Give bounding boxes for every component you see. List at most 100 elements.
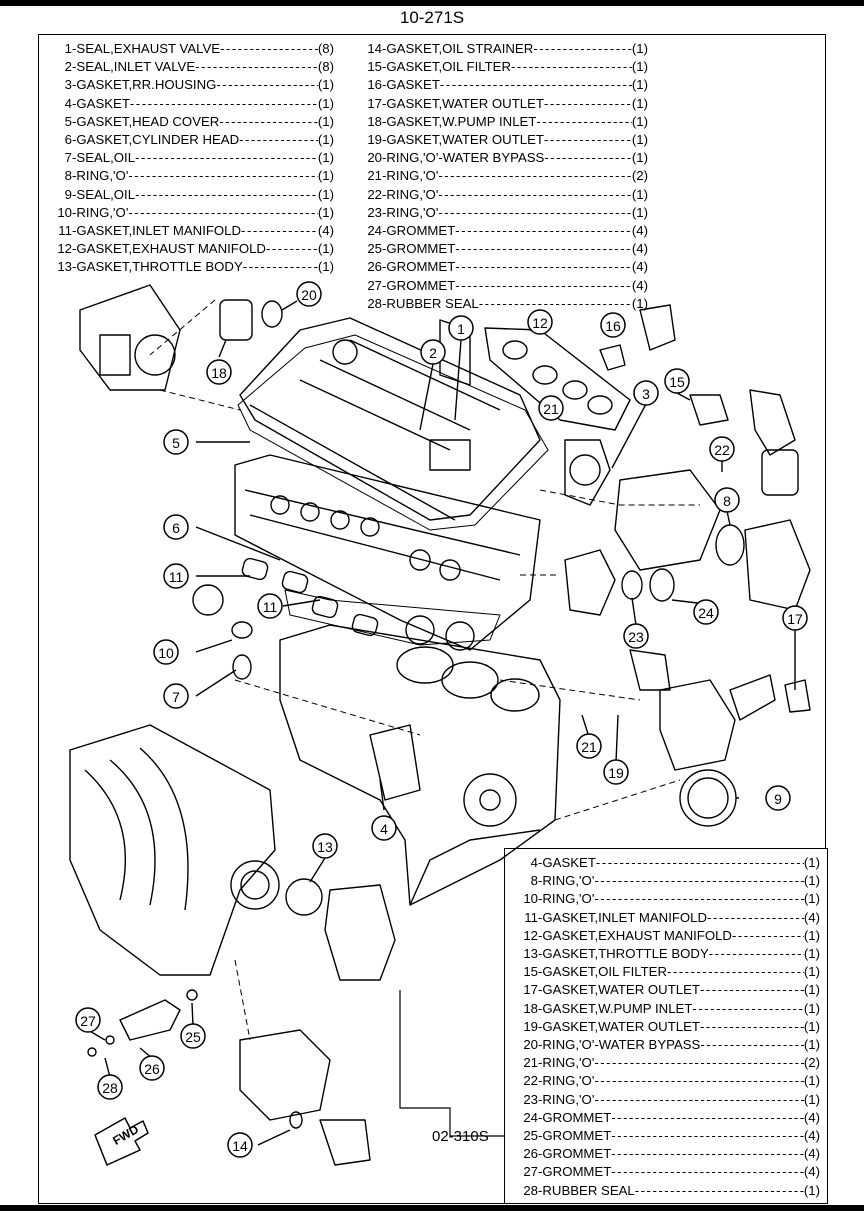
leader-dots: ----------------------------------------…	[265, 241, 318, 257]
engine-block	[279, 624, 561, 906]
part-separator: -	[538, 1164, 543, 1180]
part-quantity: (4)	[631, 223, 648, 239]
leader-dots: ----------------------------------------…	[128, 168, 318, 184]
parts-list-row: 20-RING,'O'-WATER BYPASS ---------------…	[510, 1036, 820, 1054]
callout-26: 26	[139, 1055, 165, 1081]
leader-dots: ----------------------------------------…	[594, 891, 804, 907]
subgroup-box	[504, 848, 828, 1204]
part-name: SEAL,EXHAUST VALVE	[76, 41, 221, 56]
callout-number: 22	[714, 442, 730, 458]
diagram-reference: 10-271S	[399, 8, 465, 27]
part-name: GASKET,OIL STRAINER	[386, 41, 534, 56]
leader-dots: ----------------------------------------…	[128, 204, 318, 220]
part-separator: -	[382, 277, 387, 293]
part-separator: -	[72, 59, 77, 75]
part-number: 27	[367, 277, 382, 293]
leader-dots: ----------------------------------------…	[594, 873, 804, 889]
part-separator: -	[382, 77, 387, 93]
part-quantity: (4)	[631, 259, 648, 275]
part-name: RING,'O'	[542, 891, 595, 907]
parts-list-row: 19-GASKET,WATER OUTLET -----------------…	[510, 1018, 820, 1036]
parts-list-row: 15-GASKET,OIL FILTER -------------------…	[510, 963, 820, 981]
callout-number: 11	[263, 599, 278, 615]
part-quantity: (1)	[803, 982, 820, 998]
callout-number: 7	[172, 689, 180, 705]
part-name: GROMMET	[386, 223, 456, 239]
part-number: 19	[523, 1018, 538, 1034]
part-separator: -	[538, 1109, 543, 1125]
callout-number: 16	[605, 318, 621, 334]
parts-list-row: 26-GROMMET -----------------------------…	[510, 1145, 820, 1163]
callout-27: 27	[75, 1007, 101, 1033]
part-quantity: (1)	[631, 204, 648, 220]
parts-list-row: 27-GROMMET -----------------------------…	[510, 1163, 820, 1181]
parts-list-row: 25-GROMMET -----------------------------…	[362, 240, 648, 258]
callout-1: 1	[448, 315, 474, 341]
part-quantity: (1)	[631, 186, 648, 202]
callout-5: 5	[163, 429, 189, 455]
part-number: 10	[57, 204, 72, 220]
part-quantity: (1)	[803, 873, 820, 889]
part-name: GROMMET	[386, 259, 456, 275]
leader-dots: ----------------------------------------…	[135, 186, 318, 202]
part-name: SEAL,INLET VALVE	[76, 59, 196, 75]
part-separator: -	[538, 891, 543, 907]
part-separator: -	[382, 204, 387, 220]
part-number: 15	[367, 59, 382, 75]
part-quantity: (1)	[631, 295, 648, 311]
part-number: 24	[367, 223, 382, 239]
part-name: RING,'O'-WATER BYPASS	[386, 150, 545, 166]
part-name: GASKET,THROTTLE BODY	[542, 946, 709, 962]
leader-dots: ----------------------------------------…	[611, 1109, 804, 1125]
part-number: 7	[64, 150, 72, 166]
part-name: RING,'O'-WATER BYPASS	[542, 1037, 701, 1053]
parts-list-row: 25-GROMMET -----------------------------…	[510, 1127, 820, 1145]
part-name: GROMMET	[386, 241, 456, 257]
parts-list-row: 5-GASKET,HEAD COVER --------------------…	[52, 113, 334, 131]
part-quantity: (1)	[803, 1037, 820, 1053]
part-separator: -	[538, 946, 543, 962]
callout-19: 19	[603, 759, 629, 785]
part-quantity: (1)	[803, 855, 820, 870]
part-separator: -	[382, 186, 387, 202]
part-quantity: (4)	[803, 909, 820, 925]
part-quantity: (8)	[317, 59, 334, 75]
parts-list-row: 12-GASKET,EXHAUST MANIFOLD -------------…	[52, 240, 334, 258]
parts-list-row: 28-RUBBER SEAL -------------------------…	[362, 295, 648, 313]
leader-dots: ----------------------------------------…	[455, 259, 632, 275]
callout-10: 10	[153, 639, 179, 665]
part-quantity: (1)	[631, 41, 648, 56]
callout-11: 11	[257, 593, 283, 619]
parts-list-row: 6-GASKET,CYLINDER HEAD -----------------…	[52, 131, 334, 149]
part-separator: -	[72, 168, 77, 184]
part-number: 21	[367, 168, 382, 184]
callout-17: 17	[782, 605, 808, 631]
part-number: 26	[367, 259, 382, 275]
part-name: GASKET,RR.HOUSING	[76, 77, 217, 93]
part-name: GASKET,EXHAUST MANIFOLD	[542, 927, 732, 943]
part-quantity: (8)	[317, 41, 334, 56]
leader-dots: ----------------------------------------…	[195, 59, 318, 75]
part-number: 25	[367, 241, 382, 257]
parts-list-row: 23-RING,'O' ----------------------------…	[362, 204, 648, 222]
part-name: RUBBER SEAL	[386, 295, 479, 311]
parts-list-right: 14-GASKET,OIL STRAINER -----------------…	[362, 40, 648, 313]
parts-list-row: 23-RING,'O' ----------------------------…	[510, 1091, 820, 1109]
leader-dots: ----------------------------------------…	[731, 927, 804, 943]
parts-list-row: 3-GASKET,RR.HOUSING --------------------…	[52, 76, 334, 94]
part-number: 20	[523, 1037, 538, 1053]
part-number: 11	[524, 909, 538, 925]
callout-number: 3	[642, 386, 650, 402]
callout-number: 23	[628, 629, 644, 645]
part-separator: -	[382, 259, 387, 275]
part-number: 15	[523, 964, 538, 980]
parts-list-row: 11-GASKET,INLET MANIFOLD ---------------…	[52, 222, 334, 240]
part-separator: -	[72, 241, 77, 257]
part-name: GASKET,WATER OUTLET	[386, 132, 544, 148]
callout-16: 16	[600, 312, 626, 338]
callout-4: 4	[371, 815, 397, 841]
leader-dots: ----------------------------------------…	[611, 1146, 804, 1162]
part-quantity: (2)	[803, 1055, 820, 1071]
top-rule	[0, 0, 864, 6]
callout-number: 14	[232, 1138, 248, 1154]
